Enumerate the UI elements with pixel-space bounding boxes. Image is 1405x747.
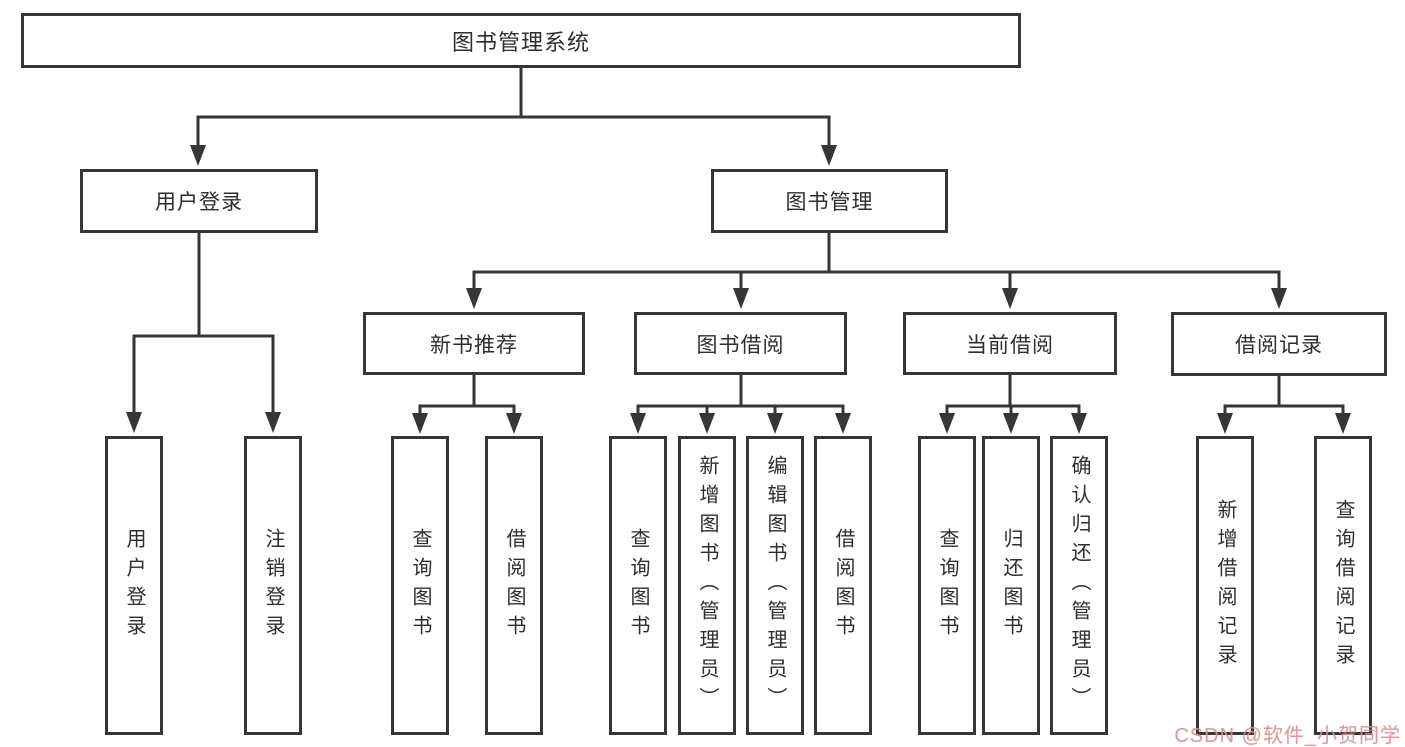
connector-book-borrow-children	[630, 373, 851, 434]
node-new-book-recommend: 新书推荐	[363, 312, 585, 375]
node-current-borrow: 当前借阅	[903, 312, 1117, 375]
leaf-recommend-query-book: 查询图书	[391, 436, 449, 735]
leaf-borrow-edit-book-label: 编辑图书（管理员）	[764, 455, 786, 716]
leaf-borrow-add-book: 新增图书（管理员）	[678, 436, 736, 735]
leaf-current-confirm-return: 确认归还（管理员）	[1050, 436, 1108, 735]
connector-current-borrow-children	[939, 373, 1087, 434]
node-borrow-record: 借阅记录	[1171, 312, 1387, 376]
connector-user-login-children	[126, 231, 281, 433]
node-user-login: 用户登录	[80, 169, 318, 233]
leaf-borrow-borrow-book-label: 借阅图书	[832, 527, 854, 644]
leaf-record-add: 新增借阅记录	[1196, 436, 1254, 735]
leaf-logout: 注销登录	[244, 436, 302, 735]
leaf-borrow-query-book-label: 查询图书	[627, 527, 649, 644]
node-user-login-label: 用户登录	[155, 191, 243, 214]
leaf-record-query: 查询借阅记录	[1314, 436, 1372, 735]
node-borrow-record-label: 借阅记录	[1235, 334, 1323, 357]
csdn-watermark: CSDN @软件_小贺同学	[1174, 725, 1401, 747]
leaf-current-return-book: 归还图书	[982, 436, 1040, 735]
leaf-borrow-query-book: 查询图书	[609, 436, 667, 735]
leaf-user-login-label: 用户登录	[123, 527, 145, 644]
leaf-current-confirm-return-label: 确认归还（管理员）	[1068, 455, 1090, 716]
leaf-record-query-label: 查询借阅记录	[1332, 498, 1354, 673]
node-book-borrow-label: 图书借阅	[696, 333, 785, 357]
node-book-management: 图书管理	[711, 169, 948, 233]
node-root-label: 图书管理系统	[451, 29, 590, 55]
leaf-user-login: 用户登录	[105, 436, 163, 735]
leaf-logout-label: 注销登录	[262, 527, 284, 644]
connector-root-to-level2	[190, 66, 837, 166]
leaf-current-query-book-label: 查询图书	[936, 527, 958, 644]
leaf-recommend-borrow-book-label: 借阅图书	[503, 527, 525, 644]
connector-book-management-children	[466, 231, 1287, 309]
leaf-current-return-book-label: 归还图书	[1000, 527, 1022, 644]
leaf-borrow-borrow-book: 借阅图书	[814, 436, 872, 735]
leaf-record-add-label: 新增借阅记录	[1214, 498, 1236, 673]
leaf-borrow-add-book-label: 新增图书（管理员）	[696, 455, 718, 716]
node-new-book-recommend-label: 新书推荐	[430, 333, 518, 357]
node-current-borrow-label: 当前借阅	[966, 333, 1054, 357]
connector-new-book-recommend-children	[412, 373, 522, 434]
leaf-current-query-book: 查询图书	[918, 436, 976, 735]
node-root: 图书管理系统	[21, 13, 1021, 68]
node-book-borrow: 图书借阅	[634, 312, 847, 375]
leaf-borrow-edit-book: 编辑图书（管理员）	[746, 436, 804, 735]
leaf-recommend-query-book-label: 查询图书	[409, 527, 431, 644]
connector-borrow-record-children	[1217, 374, 1351, 434]
leaf-recommend-borrow-book: 借阅图书	[485, 436, 543, 735]
node-book-management-label: 图书管理	[785, 191, 874, 214]
